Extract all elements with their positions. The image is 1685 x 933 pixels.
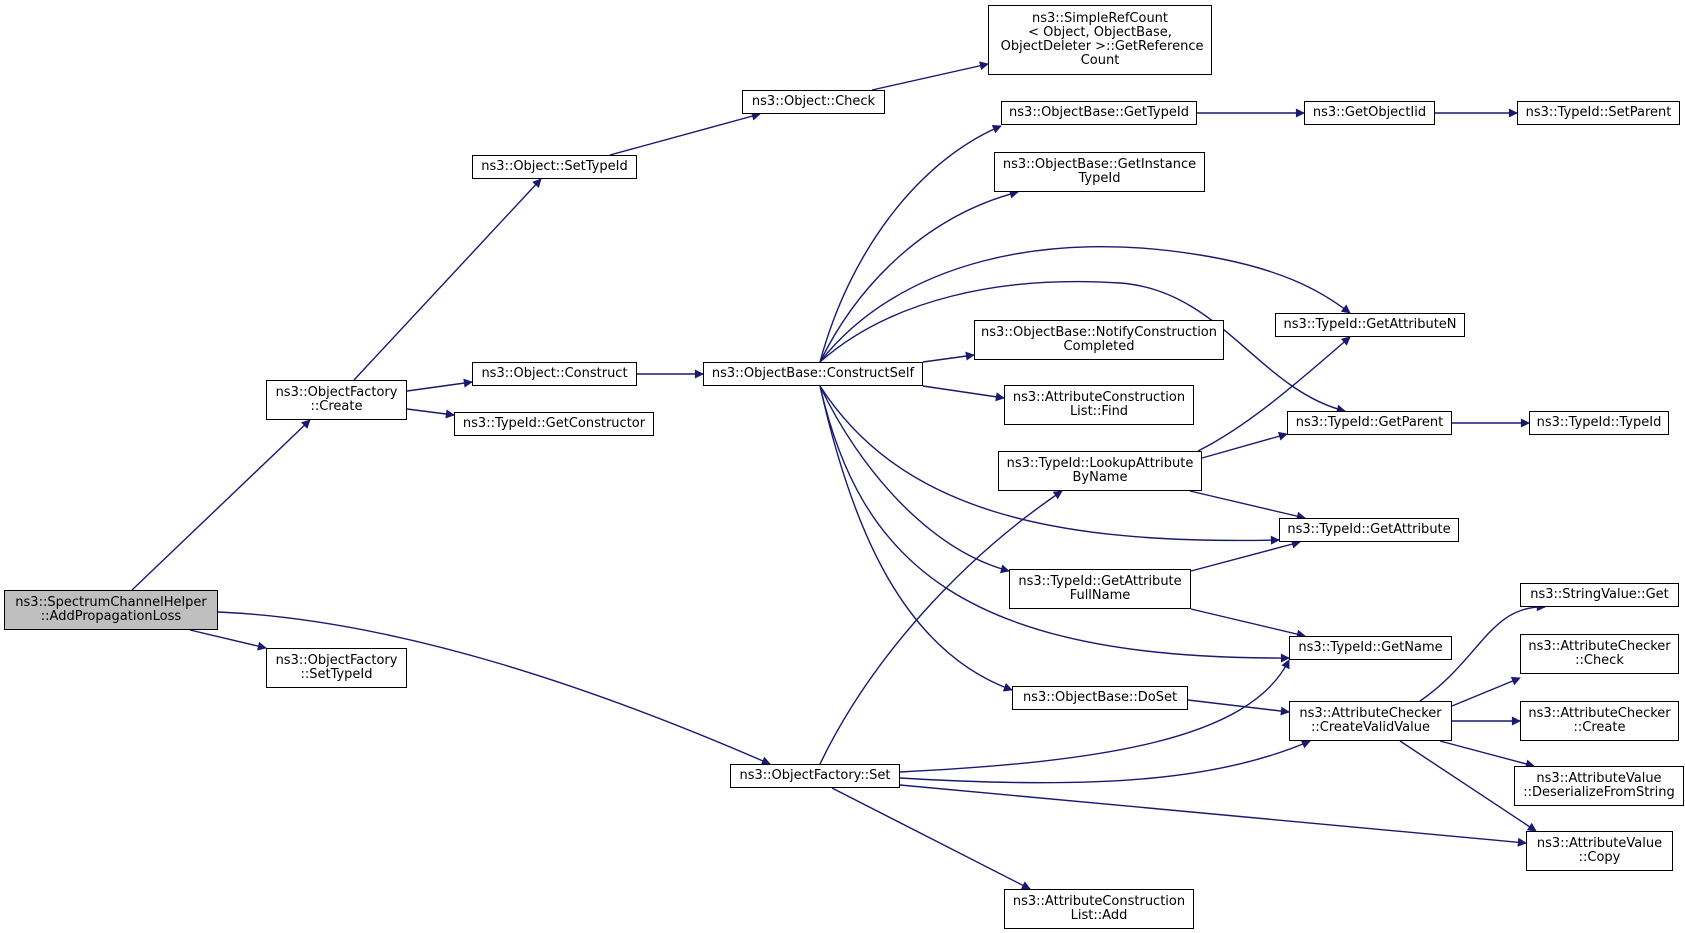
node-attribute-checker-create[interactable]: ns3::AttributeChecker ::Create	[1520, 701, 1679, 741]
node-object-base-construct-self[interactable]: ns3::ObjectBase::ConstructSelf	[703, 362, 923, 386]
edge-constructself-to-find	[922, 385, 1005, 402]
edge-getattrfullname-to-getname	[1190, 608, 1306, 639]
edge-set-to-attrvalue-copy	[899, 784, 1527, 847]
node-object-check[interactable]: ns3::Object::Check	[742, 90, 885, 114]
edge-spectrum-to-factory-create	[131, 419, 311, 591]
node-type-id-set-parent[interactable]: ns3::TypeId::SetParent	[1517, 101, 1680, 125]
node-string-value-get[interactable]: ns3::StringValue::Get	[1520, 583, 1679, 607]
edge-constructself-to-getattribute	[819, 385, 1280, 545]
edge-object-check-to-simplerefcount	[871, 61, 989, 91]
edge-set-to-getname	[899, 659, 1290, 773]
edge-constructself-to-getname	[819, 385, 1290, 663]
node-type-id-get-attribute-full-name[interactable]: ns3::TypeId::GetAttribute FullName	[1009, 569, 1191, 609]
node-object-construct[interactable]: ns3::Object::Construct	[472, 362, 637, 386]
edge-factory-create-to-object-settypeid	[353, 178, 542, 381]
node-object-factory-create[interactable]: ns3::ObjectFactory ::Create	[266, 380, 407, 420]
node-spectrum-channel-helper-add-propagation-loss: ns3::SpectrumChannelHelper ::AddPropagat…	[4, 590, 218, 630]
edge-createvalid-to-stringvalue	[1419, 602, 1546, 702]
node-simple-ref-count-get-reference-count[interactable]: ns3::SimpleRefCount < Object, ObjectBase…	[988, 5, 1212, 75]
node-type-id-get-constructor[interactable]: ns3::TypeId::GetConstructor	[454, 412, 654, 436]
edge-spectrum-to-factory-settypeid	[189, 629, 267, 651]
node-object-base-do-set[interactable]: ns3::ObjectBase::DoSet	[1012, 686, 1188, 710]
edge-constructself-to-notify	[922, 351, 975, 363]
node-type-id-get-parent[interactable]: ns3::TypeId::GetParent	[1287, 411, 1452, 435]
edge-createvalid-to-copy	[1399, 740, 1537, 832]
node-attribute-checker-create-valid-value[interactable]: ns3::AttributeChecker ::CreateValidValue	[1289, 701, 1452, 741]
edge-set-to-attrconstruction-add	[831, 787, 1031, 890]
edge-constructself-to-getinstancetypeid	[819, 189, 1019, 363]
edge-constructself-to-doset	[819, 385, 1013, 692]
node-type-id-get-name[interactable]: ns3::TypeId::GetName	[1289, 636, 1452, 660]
edge-object-settypeid-to-object-check	[609, 111, 761, 156]
node-object-base-notify-construction-completed[interactable]: ns3::ObjectBase::NotifyConstruction Comp…	[974, 320, 1224, 360]
edge-set-to-lookupattr	[819, 490, 1063, 765]
node-object-factory-set[interactable]: ns3::ObjectFactory::Set	[730, 764, 900, 788]
node-type-id-lookup-attribute-by-name[interactable]: ns3::TypeId::LookupAttribute ByName	[998, 451, 1202, 491]
edge-createvalid-to-check	[1451, 676, 1521, 707]
node-attribute-construction-list-find[interactable]: ns3::AttributeConstruction List::Find	[1004, 385, 1194, 425]
edge-lookupattr-to-getparent	[1201, 431, 1288, 459]
node-attribute-construction-list-add[interactable]: ns3::AttributeConstruction List::Add	[1004, 889, 1194, 929]
edge-createvalid-to-deserialize	[1439, 740, 1535, 769]
edge-constructself-to-getattributen	[819, 246, 1351, 363]
edge-constructself-to-gettypeid	[819, 124, 1002, 363]
edge-getattrfullname-to-getattribute	[1190, 539, 1301, 572]
edge-constructself-to-getparent	[819, 280, 1346, 414]
edge-set-to-createvalid	[899, 740, 1311, 784]
node-object-base-get-instance-type-id[interactable]: ns3::ObjectBase::GetInstance TypeId	[994, 152, 1205, 192]
node-attribute-value-copy[interactable]: ns3::AttributeValue ::Copy	[1526, 831, 1673, 871]
node-get-object-iid[interactable]: ns3::GetObjectIid	[1304, 101, 1435, 125]
edge-lookupattr-to-getattributen	[1197, 336, 1351, 452]
node-attribute-value-deserialize-from-string[interactable]: ns3::AttributeValue ::DeserializeFromStr…	[1514, 766, 1684, 806]
edge-spectrum-to-factory-set	[217, 611, 771, 765]
node-attribute-checker-check[interactable]: ns3::AttributeChecker ::Check	[1520, 634, 1679, 674]
node-type-id-get-attribute[interactable]: ns3::TypeId::GetAttribute	[1279, 518, 1459, 542]
edge-factory-create-to-typeid-getconstructor	[406, 408, 455, 419]
node-object-base-get-type-id[interactable]: ns3::ObjectBase::GetTypeId	[1001, 101, 1197, 125]
edge-lookupattr-to-getattribute	[1189, 490, 1306, 521]
edge-constructself-to-getattrfullname	[819, 385, 1010, 574]
node-object-factory-set-type-id[interactable]: ns3::ObjectFactory ::SetTypeId	[266, 648, 407, 688]
edge-factory-create-to-object-construct	[406, 378, 473, 392]
node-type-id-get-attribute-n[interactable]: ns3::TypeId::GetAttributeN	[1275, 313, 1465, 337]
node-object-set-type-id[interactable]: ns3::Object::SetTypeId	[472, 155, 637, 179]
edge-doset-to-createvalid	[1187, 699, 1290, 716]
node-type-id-type-id[interactable]: ns3::TypeId::TypeId	[1529, 411, 1669, 435]
